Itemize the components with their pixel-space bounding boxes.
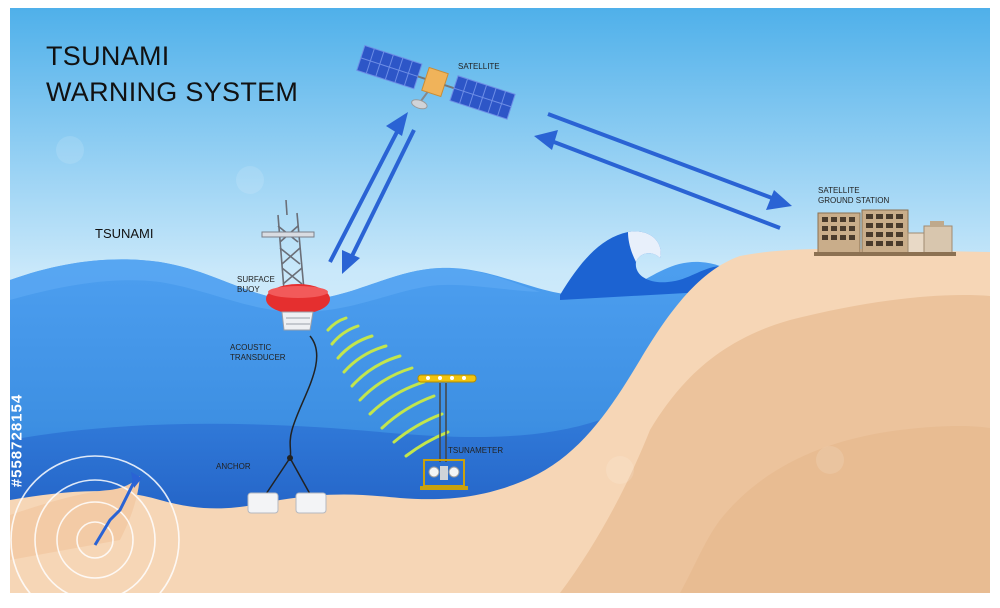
- tsunameter-label: TSUNAMETER: [448, 446, 504, 455]
- solar-panel-left: [356, 44, 423, 90]
- ground-station-label-line-1: SATELLITE: [818, 186, 860, 195]
- tsunameter: [417, 374, 477, 490]
- ground-station-label-line-2: GROUND STATION: [818, 196, 890, 205]
- satellite-label: SATELLITE: [458, 62, 500, 71]
- satellite-dish: [411, 91, 429, 110]
- stock-id-text: #558728154: [8, 393, 26, 488]
- surface-buoy: [261, 199, 330, 331]
- tsunameter-float: [417, 374, 477, 383]
- mooring-line: [289, 335, 318, 459]
- surface-buoy-label-line-1: SURFACE: [237, 275, 275, 284]
- surface-buoy-label-line-2: BUOY: [237, 285, 260, 294]
- title-line-1: TSUNAMI: [46, 41, 170, 71]
- diagram-title: TSUNAMI WARNING SYSTEM: [46, 38, 298, 110]
- fault-line: [93, 479, 137, 546]
- wave-foam: [628, 231, 661, 262]
- anchor-block-right: [295, 492, 327, 514]
- arrow-ground-to-satellite: [534, 130, 781, 230]
- acoustic-transducer-label-line-2: TRANSDUCER: [230, 353, 286, 362]
- seafloor-ridge: [10, 476, 140, 560]
- breaking-wave: [560, 231, 740, 300]
- anchor-block-left: [247, 492, 279, 514]
- ground-station-label: SATELLITE GROUND STATION: [818, 186, 889, 206]
- fault-arrowhead: [131, 472, 142, 488]
- land-shadow-far: [680, 426, 990, 593]
- stock-id-vertical: #558728154: [5, 370, 26, 520]
- acoustic-transducer-label-line-1: ACOUSTIC: [230, 343, 272, 352]
- wave-crest: [10, 259, 540, 312]
- arrow-buoy-to-satellite: [328, 112, 408, 263]
- acoustic-signal: [326, 316, 450, 458]
- satellite: [356, 44, 516, 120]
- solar-panel-right: [449, 75, 516, 120]
- title-line-2: WARNING SYSTEM: [46, 77, 299, 107]
- ground-station: [814, 209, 956, 256]
- surface-buoy-label: SURFACE BUOY: [237, 275, 275, 295]
- epicenter-ripples: [10, 455, 180, 608]
- arrow-satellite-to-buoy: [342, 129, 416, 274]
- tsunami-label: TSUNAMI: [95, 226, 154, 241]
- watermark: [56, 136, 844, 484]
- acoustic-transducer-label: ACOUSTIC TRANSDUCER: [230, 343, 286, 363]
- arrow-satellite-to-ground: [547, 112, 792, 210]
- tsunameter-base: [420, 459, 468, 490]
- anchor-label: ANCHOR: [216, 462, 251, 471]
- satellite-body: [421, 66, 449, 98]
